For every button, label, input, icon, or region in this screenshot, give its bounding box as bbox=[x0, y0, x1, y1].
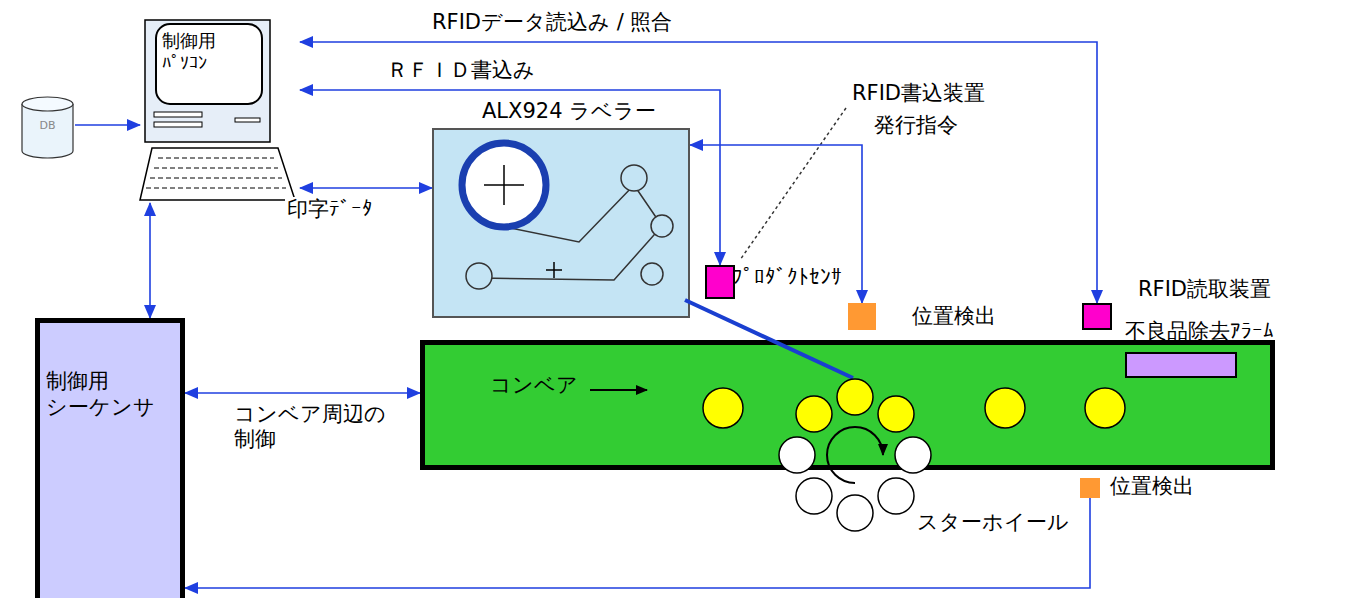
sequencer-box: 制御用 シーケンサ bbox=[35, 318, 185, 598]
edge-label: ＲＦＩＤ書込み bbox=[385, 58, 537, 83]
node-text: 位置検出 bbox=[912, 304, 996, 329]
node-text: DB bbox=[20, 119, 75, 132]
connector-arrow bbox=[300, 187, 432, 189]
leader-line bbox=[740, 108, 846, 260]
position-sensor: 位置検出 bbox=[1080, 478, 1100, 498]
rfid-reader: RFID読取装置 bbox=[1082, 303, 1112, 330]
node-text: 不良品除去ｱﾗｰﾑ bbox=[1125, 319, 1274, 344]
node-text: コンベア bbox=[490, 373, 578, 398]
labeler-box: ALX924 ラベラー bbox=[432, 128, 690, 318]
connector-arrow bbox=[185, 498, 1090, 588]
connector-arrow bbox=[300, 42, 1097, 303]
conveyor: コンベア 不良品除去ｱﾗｰﾑ bbox=[420, 340, 1275, 470]
edge-label: 発行指令 bbox=[872, 113, 960, 138]
node-text: 位置検出 bbox=[1110, 474, 1194, 499]
node-text: RFID読取装置 bbox=[1138, 277, 1271, 302]
node-text: 制御用 ﾊﾟｿｺﾝ bbox=[162, 30, 258, 73]
rfid-writer: RFID書込装置 bbox=[705, 265, 735, 299]
node-text: ﾌﾟﾛﾀﾞｸﾄｾﾝｻ bbox=[732, 265, 842, 290]
connector-arrow bbox=[75, 124, 140, 126]
node-text: 制御用 シーケンサ bbox=[46, 368, 176, 421]
edge-label: 印字ﾃﾞｰﾀ bbox=[285, 197, 375, 222]
connector-arrow bbox=[185, 392, 420, 394]
node-text: RFID書込装置 bbox=[852, 81, 985, 106]
node-text: ALX924 ラベラー bbox=[482, 99, 656, 124]
connector-arrow bbox=[149, 203, 151, 318]
edge-label: コンベア周辺の 制御 bbox=[232, 402, 386, 452]
part-label: スターホイール bbox=[915, 510, 1071, 535]
reject-alarm: 不良品除去ｱﾗｰﾑ bbox=[1125, 352, 1237, 378]
product-sensor: ﾌﾟﾛﾀﾞｸﾄｾﾝｻ位置検出 bbox=[848, 303, 876, 330]
database-cylinder: DB bbox=[20, 95, 75, 160]
connector-arrow bbox=[690, 145, 862, 303]
computer-node: 制御用 ﾊﾟｿｺﾝ bbox=[140, 18, 300, 203]
edge-label: RFIDデータ読込み / 照合 bbox=[430, 10, 674, 35]
labeler-illustration bbox=[434, 130, 692, 320]
